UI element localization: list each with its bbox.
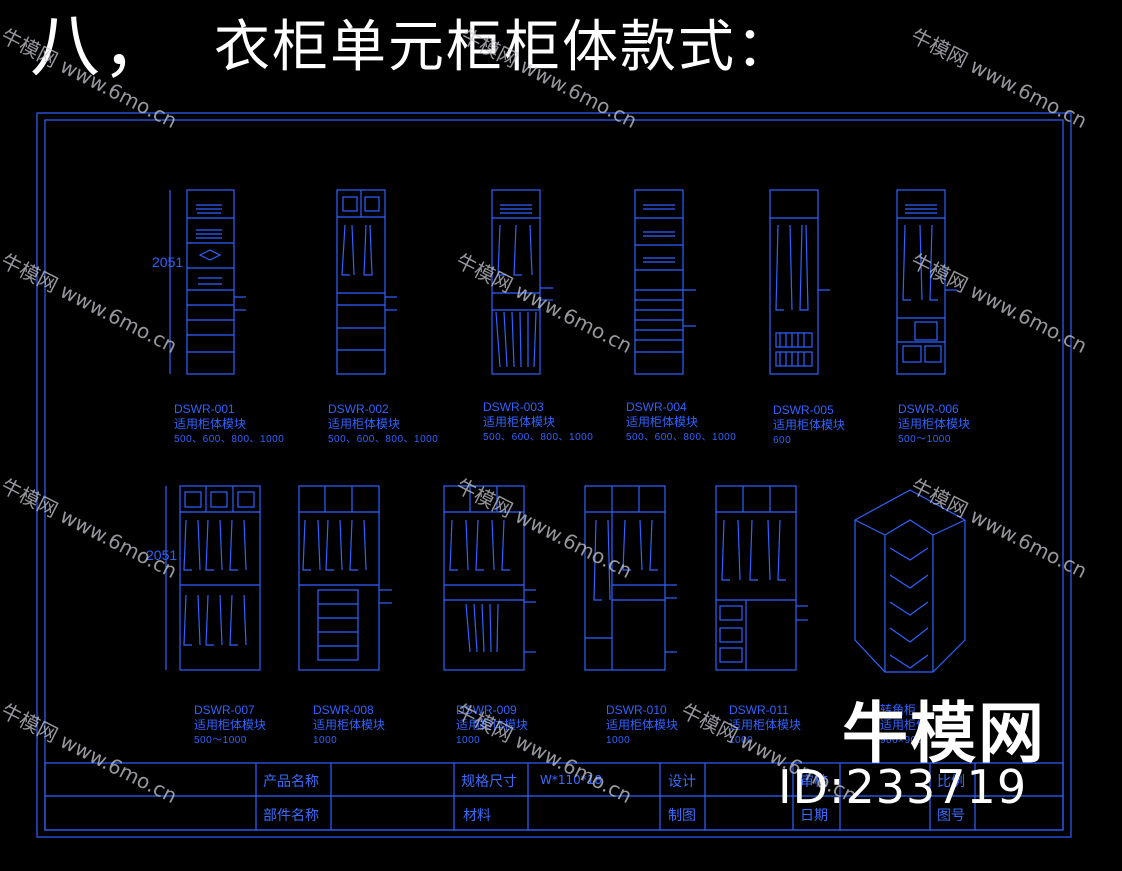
tb-spec-value: W*110*18 xyxy=(540,773,603,787)
module-code: DSWR-006 xyxy=(898,402,959,416)
tb-material-label: 材料 xyxy=(463,808,491,824)
module-code: DSWR-005 xyxy=(773,403,834,417)
module-desc: 适用柜体模块 xyxy=(456,718,529,732)
module-desc: 适用柜体模块 xyxy=(174,417,247,431)
module-sizes: 500、600、800、1000 xyxy=(483,432,594,443)
tb-review-label: 审核 xyxy=(800,774,828,790)
module-sizes: 500、600、800、1000 xyxy=(174,434,285,445)
tb-scale-label: 比例 xyxy=(937,774,965,790)
height-dimension-label-2: 2051 xyxy=(146,547,178,563)
module-code: DSWR-002 xyxy=(328,402,389,416)
tb-date-label: 日期 xyxy=(800,808,828,824)
title-block-grid xyxy=(44,762,1064,831)
outer-frame xyxy=(36,112,1072,838)
title-text: 衣柜单元柜柜体款式： xyxy=(214,15,794,80)
module-desc: 适用柜体模块 xyxy=(328,417,401,431)
tb-drawing-label: 制图 xyxy=(668,808,696,824)
module-desc: 适用柜体模块 xyxy=(313,718,386,732)
cabinet-dswr-001 xyxy=(169,189,246,375)
title-number: 八， xyxy=(30,5,174,87)
module-code: DSWR-010 xyxy=(606,703,667,717)
brand-overlay-name: 牛模网 xyxy=(842,695,1046,772)
module-code: DSWR-009 xyxy=(456,703,517,717)
module-code: DSWR-008 xyxy=(313,703,374,717)
brand-overlay-id: ID:233719 xyxy=(778,760,1028,814)
tb-part-name-label: 部件名称 xyxy=(263,808,319,824)
cabinet-dswr-010 xyxy=(584,485,677,671)
height-dimension-label: 2051 xyxy=(152,254,184,270)
module-desc: 适用柜体模块 xyxy=(194,718,267,732)
corner-cabinet-isometric xyxy=(854,489,966,673)
module-sizes: 500、600、800、1000 xyxy=(328,434,439,445)
module-code: DSWR-011 xyxy=(729,703,789,717)
module-sizes: 600 xyxy=(773,435,792,446)
module-desc: 适用柜体模块 xyxy=(773,418,846,432)
cabinet-dswr-004 xyxy=(634,189,696,375)
cabinet-dswr-005 xyxy=(769,189,830,375)
tb-design-label: 设计 xyxy=(668,774,696,790)
module-code: DSWR-004 xyxy=(626,400,687,414)
module-sizes: 1000 xyxy=(729,735,754,746)
module-sizes: 900×900 xyxy=(880,735,923,746)
module-desc: 适用柜体 xyxy=(880,718,929,732)
cabinet-dswr-011 xyxy=(715,485,808,671)
cabinet-dswr-008 xyxy=(298,485,392,671)
module-sizes: 500～1000 xyxy=(898,434,951,445)
module-desc: 适用柜体模块 xyxy=(606,718,679,732)
tb-product-name-label: 产品名称 xyxy=(263,774,319,790)
module-desc: 适用柜体模块 xyxy=(483,415,556,429)
module-code: DSWR-001 xyxy=(174,402,235,416)
cabinet-dswr-007 xyxy=(165,485,261,671)
page-title: 八， 衣柜单元柜柜体款式： xyxy=(30,0,794,91)
module-caption-corner: 转角柜适用柜体 900×900 xyxy=(880,703,928,748)
module-desc: 适用柜体模块 xyxy=(898,417,971,431)
module-sizes: 1000 xyxy=(456,735,481,746)
cabinet-dswr-002 xyxy=(336,189,397,375)
module-code: DSWR-003 xyxy=(483,400,544,414)
module-sizes: 1000 xyxy=(313,735,338,746)
cabinet-dswr-006 xyxy=(896,189,957,375)
tb-drawing-no-label: 图号 xyxy=(937,808,965,824)
module-code: DSWR-007 xyxy=(194,703,255,717)
module-sizes: 1000 xyxy=(606,735,631,746)
tb-spec-label: 规格尺寸 xyxy=(461,774,517,790)
module-sizes: 500～1000 xyxy=(194,735,247,746)
module-desc: 适用柜体模块 xyxy=(729,718,802,732)
module-sizes: 500、600、800、1000 xyxy=(626,432,737,443)
cabinet-dswr-003 xyxy=(491,189,553,375)
module-desc: 适用柜体模块 xyxy=(626,415,699,429)
module-code: 转角柜 xyxy=(880,703,917,717)
cabinet-dswr-009 xyxy=(443,485,536,671)
